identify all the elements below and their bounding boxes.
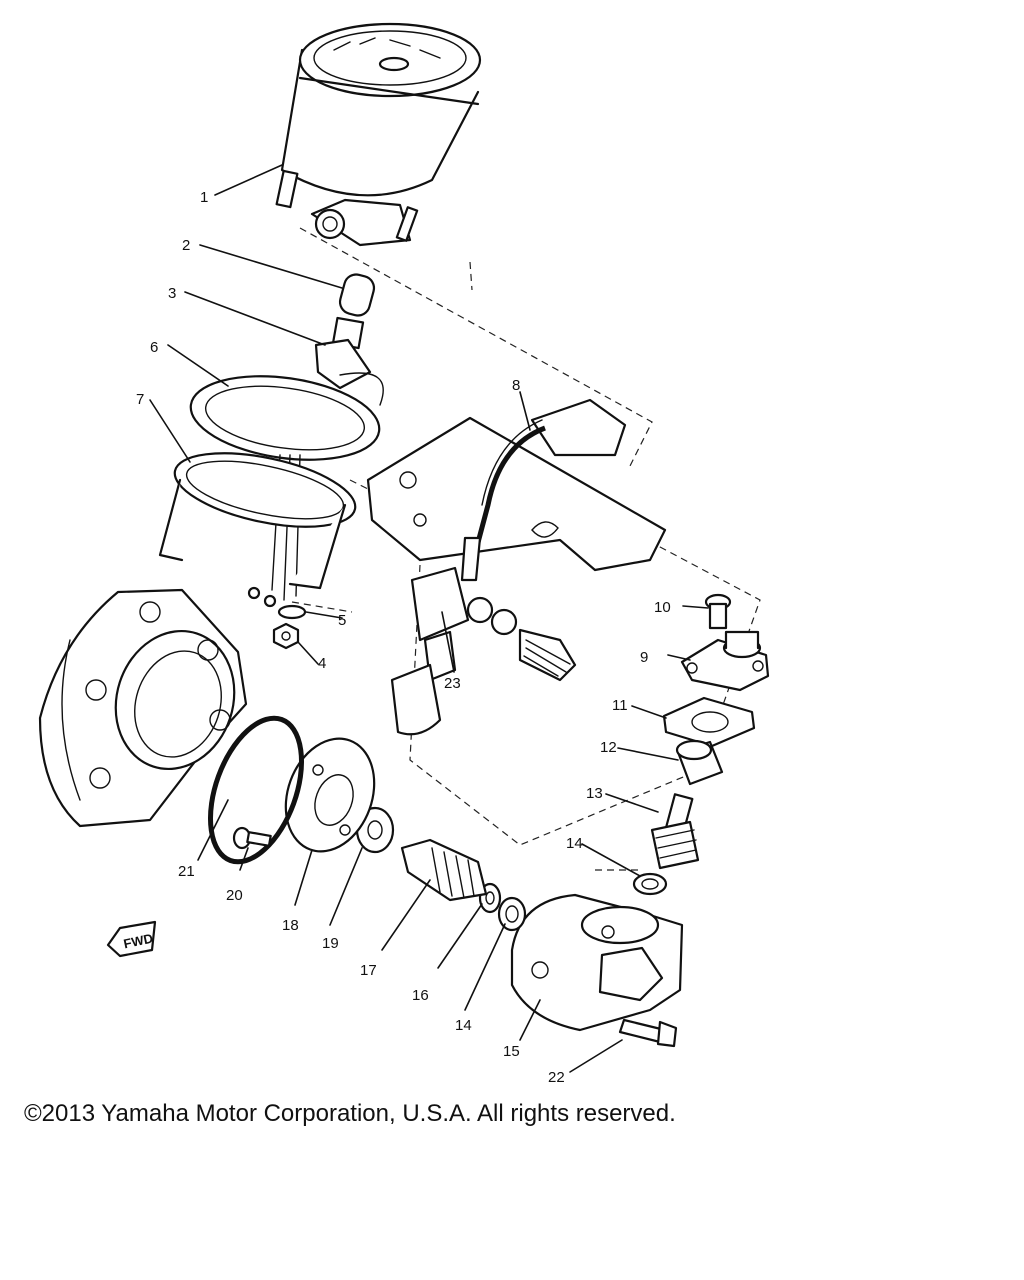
drive-cap (680, 630, 770, 692)
spacer-lower (497, 896, 527, 932)
callout-23: 23 (444, 675, 461, 692)
gasket (662, 696, 756, 748)
worm-gear (400, 838, 488, 902)
callout-13: 13 (586, 785, 603, 802)
forward-label: FWD (122, 931, 154, 952)
callout-20: 20 (226, 887, 243, 904)
exploded-parts-diagram: FWD 1 2 3 6 7 8 10 9 11 (38, 22, 770, 1086)
callout-21: 21 (178, 863, 195, 880)
collar-upper (632, 872, 668, 896)
callout-4: 4 (318, 655, 326, 672)
small-bolt (232, 826, 272, 850)
bulb (338, 273, 376, 317)
callout-19: 19 (322, 935, 339, 952)
callout-11: 11 (612, 697, 628, 714)
callout-9: 9 (640, 649, 648, 666)
hex-nut (272, 622, 300, 650)
callout-12: 12 (600, 739, 617, 756)
callout-1: 1 (200, 189, 208, 206)
cable-boot (390, 566, 577, 736)
callout-8: 8 (512, 377, 520, 394)
meter-bracket (158, 452, 357, 590)
callout-17: 17 (360, 962, 377, 979)
drive-plate (284, 737, 376, 853)
callout-leader-lines (149, 164, 709, 1073)
forward-direction-arrow: FWD (106, 920, 157, 958)
driven-gear (650, 793, 700, 870)
speedometer-cable (460, 398, 627, 582)
wire-harness (189, 372, 384, 608)
o-ring (207, 715, 305, 865)
callout-14-lower: 14 (455, 1017, 472, 1034)
callout-10: 10 (654, 599, 671, 616)
callout-labels: 1 2 3 6 7 8 10 9 11 12 13 14 5 4 23 21 2… (136, 189, 671, 1086)
callout-16: 16 (412, 987, 429, 1004)
callout-15: 15 (503, 1043, 520, 1060)
engine-case-outline (366, 416, 667, 572)
copyright-notice: ©2013 Yamaha Motor Corporation, U.S.A. A… (24, 1100, 676, 1127)
wheel-hub (38, 588, 248, 828)
callout-2: 2 (182, 237, 190, 254)
gear-housing (510, 893, 684, 1032)
callout-6: 6 (150, 339, 158, 356)
callout-7: 7 (136, 391, 144, 408)
callout-3: 3 (168, 285, 176, 302)
lock-washer (277, 604, 307, 620)
speedometer-assembly (275, 22, 482, 247)
hex-bolt (618, 1018, 678, 1048)
bushing (675, 739, 724, 786)
callout-14-upper: 14 (566, 835, 583, 852)
callout-22: 22 (548, 1069, 565, 1086)
bulb-socket (314, 316, 372, 390)
callout-5: 5 (338, 612, 346, 629)
screw (704, 593, 732, 630)
callout-18: 18 (282, 917, 299, 934)
